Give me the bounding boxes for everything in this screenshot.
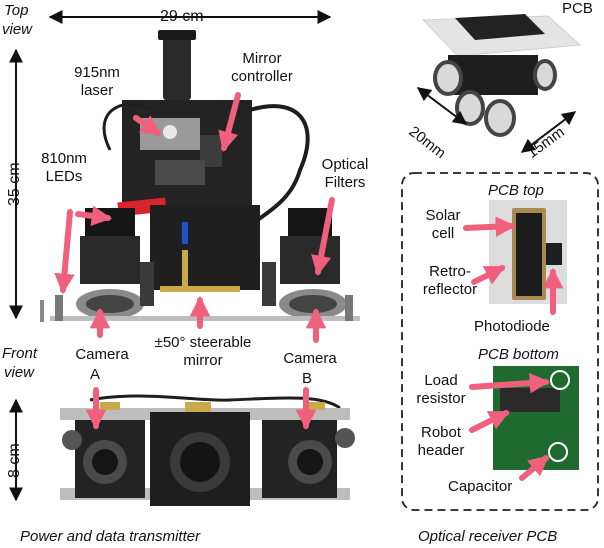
robot-header-callout-arrow bbox=[469, 410, 510, 433]
transmitter-top-view-photo bbox=[40, 30, 360, 322]
width-dimension-label: 29 cm bbox=[160, 8, 204, 25]
laser-callout-arrow bbox=[133, 115, 162, 136]
top-view-label-line1: Top bbox=[4, 2, 29, 19]
callout-arrows bbox=[54, 92, 564, 481]
capacitor-label: Capacitor bbox=[448, 478, 513, 495]
retroreflector-label-line1: Retro- bbox=[429, 263, 471, 280]
pcb-title-label: PCB bbox=[562, 0, 593, 17]
photodiode-label: Photodiode bbox=[474, 318, 550, 335]
solar-cell-label-line1: Solar bbox=[425, 207, 461, 224]
pcb-robot-photo bbox=[421, 14, 582, 137]
robot-header-label-line2: header bbox=[417, 442, 465, 459]
mirror-controller-callout-arrow bbox=[218, 92, 241, 152]
mirror-controller-label-line1: Mirror bbox=[242, 50, 282, 67]
filters-label-line1: Optical bbox=[321, 156, 369, 173]
load-resistor-label-line1: Load bbox=[424, 372, 458, 389]
leds-callout-arrow-1 bbox=[54, 209, 75, 295]
leds-callout-arrow-2 bbox=[75, 205, 113, 226]
depth-dimension-label: 8 cm bbox=[6, 443, 23, 478]
filters-label-line2: Filters bbox=[324, 174, 366, 191]
mirror-controller-label-line2: controller bbox=[231, 68, 293, 85]
camera-b-label: B bbox=[301, 370, 312, 387]
camera-right-label: Camera bbox=[283, 350, 337, 367]
leds-label-line2: LEDs bbox=[45, 168, 83, 185]
front-view-label-line2: view bbox=[4, 364, 35, 381]
height-dimension-label: 35 cm bbox=[6, 162, 23, 206]
solar-cell-callout-arrow bbox=[463, 216, 517, 237]
solar-cell-label-line2: cell bbox=[431, 225, 455, 242]
caption-receiver: Optical receiver PCB bbox=[418, 528, 558, 545]
transmitter-front-view-photo bbox=[60, 394, 355, 506]
mirror-label-line2: mirror bbox=[183, 352, 223, 369]
pcb-top-title: PCB top bbox=[488, 182, 544, 199]
mirror-label-line1: ±50° steerable bbox=[154, 334, 252, 351]
camera-left-label: Camera bbox=[75, 346, 129, 363]
load-resistor-label-line2: resistor bbox=[416, 390, 466, 407]
filters-callout-arrow bbox=[311, 197, 335, 277]
laser-label-line2: laser bbox=[80, 82, 114, 99]
leds-label-line1: 810nm bbox=[41, 150, 87, 167]
top-view-label-line2: view bbox=[2, 21, 33, 38]
pcb-15mm-arrow bbox=[520, 111, 577, 153]
caption-transmitter: Power and data transmitter bbox=[20, 528, 201, 545]
camera-a-label: A bbox=[89, 366, 100, 383]
pcb-20mm-arrow bbox=[416, 87, 468, 125]
receiver-dashed-box bbox=[401, 172, 599, 511]
robot-header-label-line1: Robot bbox=[420, 424, 462, 441]
capacitor-callout-arrow bbox=[519, 455, 550, 481]
laser-label-line1: 915nm bbox=[74, 64, 120, 81]
front-view-label-line1: Front bbox=[2, 345, 38, 362]
pcb-bottom-title: PCB bottom bbox=[478, 346, 559, 363]
retroreflector-callout-arrow bbox=[471, 265, 506, 285]
load-resistor-callout-arrow bbox=[469, 372, 551, 394]
retroreflector-label-line2: reflector bbox=[422, 281, 478, 298]
